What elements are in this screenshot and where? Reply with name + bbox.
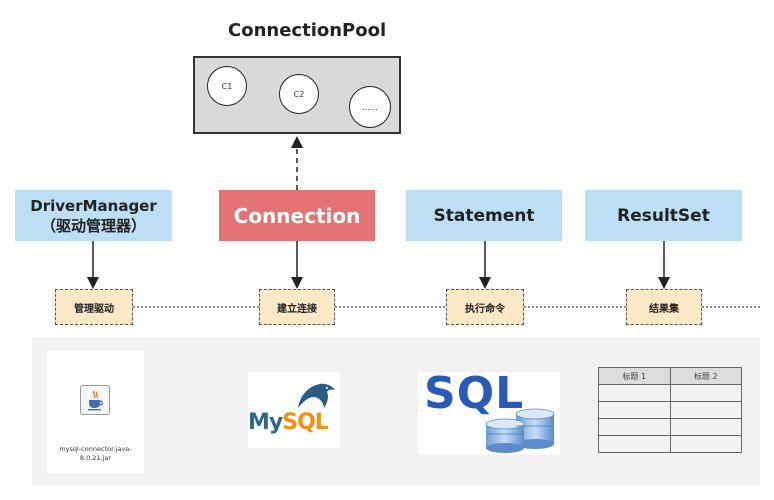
jar-file-card: mysql-connector-java-8.0.21.jar [47,351,144,473]
connection-label: Connection [233,203,361,228]
step-manage-driver: 管理驱动 [55,289,133,325]
connection-circle-more: ...... [349,86,391,128]
table-header-2: 标题 2 [669,367,742,385]
driver-manager-box: DriverManager （驱动管理器） [15,190,172,241]
table-cell [598,418,671,436]
connection-pool-title: ConnectionPool [228,20,387,41]
step-establish-connection: 建立连接 [259,289,335,325]
driver-manager-sublabel: （驱动管理器） [40,216,146,235]
database-cylinders-icon [485,408,555,453]
mysql-logo-card: MySQL [248,372,340,448]
dolphin-icon [298,383,335,408]
step-result-set: 结果集 [626,289,702,325]
driver-manager-label: DriverManager [30,196,157,215]
connection-circle-c2: C2 [279,74,319,114]
statement-box: Statement [406,190,562,241]
table-row [598,435,742,453]
table-cell [598,401,671,419]
jar-file-name: mysql-connector-java-8.0.21.jar [59,445,132,462]
mysql-logo-text: MySQL [248,410,329,435]
table-row [598,418,742,436]
connection-circle-c1: C1 [207,66,247,106]
connection-pool-box: C1 C2 ...... [193,56,401,134]
table-cell [669,418,742,436]
table-cell [598,435,671,453]
table-cell [669,435,742,453]
java-coffee-cup-icon [80,385,110,415]
result-table: 标题 1 标题 2 [598,367,742,453]
resultset-box: ResultSet [585,190,742,241]
table-row [598,401,742,419]
table-row [598,384,742,402]
sql-logo-text: SQL [424,368,525,419]
table-cell [598,384,671,402]
table-header-1: 标题 1 [598,367,671,385]
table-header-row: 标题 1 标题 2 [598,367,742,385]
statement-label: Statement [433,205,535,226]
table-cell [669,401,742,419]
resultset-label: ResultSet [617,205,710,226]
connection-box: Connection [219,190,375,241]
step-execute-command: 执行命令 [446,289,524,325]
sql-logo-card: SQL [418,368,560,455]
table-cell [669,384,742,402]
